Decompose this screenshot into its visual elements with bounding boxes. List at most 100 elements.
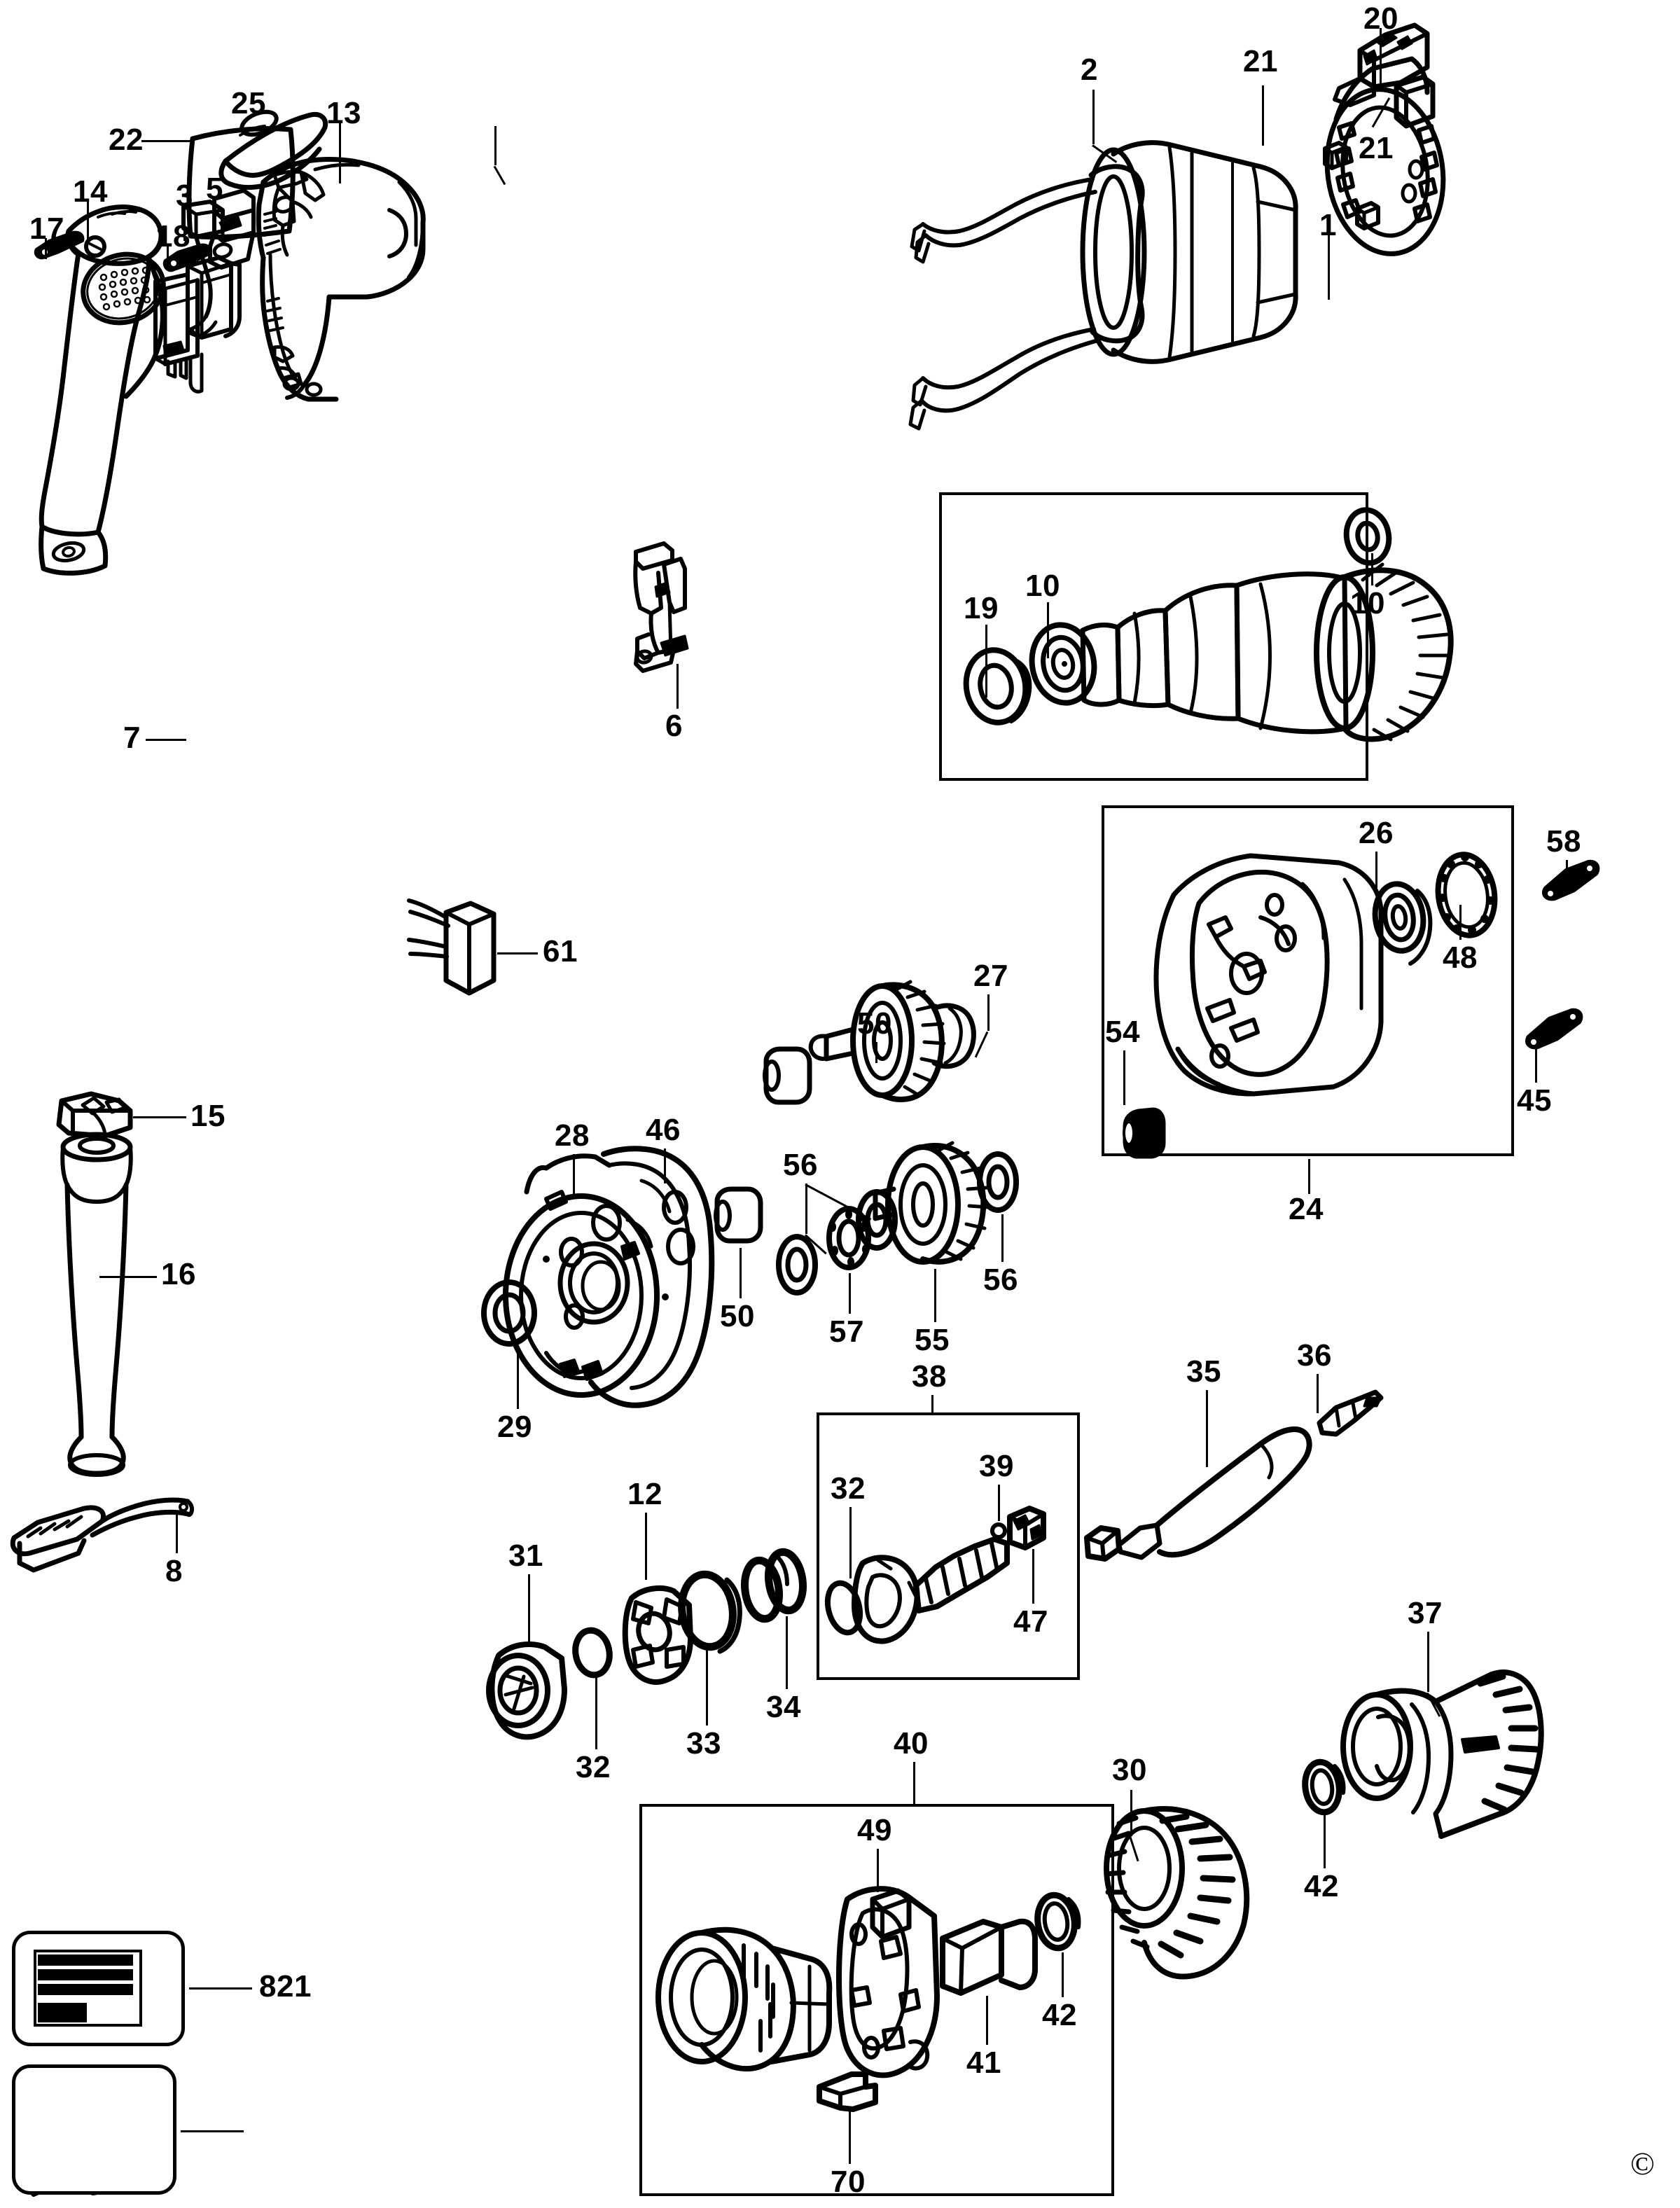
leader-45 <box>1535 1049 1537 1083</box>
part-28-gear-case-front <box>503 1153 669 1398</box>
part-24-gear-housing <box>1123 852 1498 1159</box>
part-50-dowel-case <box>714 1186 763 1244</box>
part-29-oil-seal <box>481 1279 537 1347</box>
callout-24: 24 <box>1289 1192 1324 1226</box>
callout-34: 34 <box>766 1690 801 1724</box>
callout-35: 35 <box>1186 1354 1221 1389</box>
callout-46: 46 <box>646 1113 681 1147</box>
group-box-part-38 <box>817 1412 1080 1680</box>
callout-57: 57 <box>829 1314 864 1349</box>
part-26-ball-bearing <box>1372 881 1433 966</box>
part-7-switch-module <box>153 256 242 394</box>
callout-54: 54 <box>1105 1015 1140 1049</box>
callout-36: 36 <box>1297 1338 1332 1373</box>
callout-25: 25 <box>231 86 266 120</box>
part-40-chuck-assembly <box>655 1886 1081 2112</box>
callout-32-chuck: 32 <box>576 1750 611 1784</box>
leader-24 <box>1308 1159 1310 1194</box>
leader-15 <box>133 1116 186 1118</box>
leader-37 <box>1427 1632 1429 1692</box>
callout-56-left: 56 <box>783 1148 818 1182</box>
part-12-clutch-cam <box>622 1585 693 1685</box>
callout-50-case: 50 <box>720 1299 755 1333</box>
part-36-bit-tip <box>1317 1389 1384 1437</box>
callout-3: 3 <box>176 179 193 213</box>
part-10-bearing-front <box>1029 622 1097 706</box>
part-21-brush-left <box>1323 141 1348 170</box>
leader-70 <box>849 2109 851 2164</box>
callout-31: 31 <box>508 1539 543 1573</box>
callout-40: 40 <box>894 1726 929 1761</box>
callout-20: 20 <box>1363 1 1398 36</box>
callout-21-right: 21 <box>1359 131 1394 165</box>
leader-7 <box>146 739 186 741</box>
leader-57 <box>849 1273 851 1314</box>
barcode-label-graphic <box>34 1950 142 2027</box>
callout-39: 39 <box>979 1449 1014 1483</box>
part-19-washer <box>963 647 1032 725</box>
callout-17: 17 <box>29 211 64 246</box>
part-armature-gear <box>1314 562 1454 742</box>
part-21-brush-right <box>1355 201 1380 230</box>
callout-50-pinion: 50 <box>857 1006 892 1041</box>
leader-35 <box>1206 1390 1208 1467</box>
part-20-brush-holder-assembly <box>1324 22 1446 256</box>
callout-10-rear: 10 <box>1350 586 1385 620</box>
label-box-800-801 <box>12 2064 176 2195</box>
callout-55: 55 <box>915 1323 950 1357</box>
leader-19 <box>985 625 987 697</box>
leader-32-chuck <box>595 1678 597 1749</box>
callout-19: 19 <box>964 591 999 625</box>
callout-47: 47 <box>1013 1604 1048 1639</box>
leader-32-spindle <box>849 1507 852 1578</box>
part-38-spindle-assembly <box>824 1506 1046 1644</box>
leader-21-left <box>1262 85 1264 146</box>
part-chuck-collar <box>655 1926 833 2072</box>
leader-29 <box>517 1347 519 1409</box>
callout-13: 13 <box>326 96 361 130</box>
leader-28 <box>573 1154 575 1196</box>
part-56-washer-mid <box>856 1189 898 1251</box>
part-32-washer-spindle <box>824 1580 863 1636</box>
callout-2: 2 <box>1081 53 1098 87</box>
callout-56-right: 56 <box>983 1263 1018 1297</box>
callout-45: 45 <box>1517 1083 1552 1118</box>
part-37-nose-cone <box>1340 1669 1544 1839</box>
leader-5 <box>214 197 216 234</box>
part-spindle-retainer <box>852 1555 920 1644</box>
leader-56-left <box>805 1183 807 1234</box>
leader-821 <box>189 1987 252 1990</box>
leader-22 <box>141 140 192 142</box>
leader-46 <box>664 1148 666 1183</box>
callout-33: 33 <box>686 1726 721 1761</box>
part-42-retaining-ring-nose <box>1302 1758 1346 1816</box>
leader-18 <box>167 245 169 265</box>
copyright-mark: © <box>1630 2146 1655 2181</box>
callout-27: 27 <box>973 959 1008 993</box>
callout-22: 22 <box>109 123 144 157</box>
callout-37: 37 <box>1408 1596 1443 1630</box>
leader-10-front <box>1047 602 1049 658</box>
leader-42-nose <box>1324 1814 1326 1868</box>
callout-48: 48 <box>1443 940 1478 975</box>
leader-13 <box>339 120 341 183</box>
callout-38: 38 <box>912 1359 947 1394</box>
callout-26: 26 <box>1359 816 1394 850</box>
leader-26 <box>1375 852 1377 888</box>
callout-18: 18 <box>155 219 190 254</box>
part-33-o-ring <box>678 1570 742 1654</box>
callout-6: 6 <box>665 709 683 743</box>
part-35-spindle-shaft <box>1084 1426 1312 1562</box>
leader-25 <box>494 126 497 165</box>
leader-3 <box>183 204 186 241</box>
part-1-armature-assembly <box>963 507 1454 742</box>
leader-38 <box>931 1395 933 1415</box>
callout-5: 5 <box>206 172 223 206</box>
part-56-washer-left <box>776 1234 818 1296</box>
leader-56-right <box>1001 1214 1004 1262</box>
part-58-screw <box>1541 859 1600 901</box>
part-48-retainer-plate <box>1435 852 1498 938</box>
leader-40 <box>913 1762 915 1804</box>
